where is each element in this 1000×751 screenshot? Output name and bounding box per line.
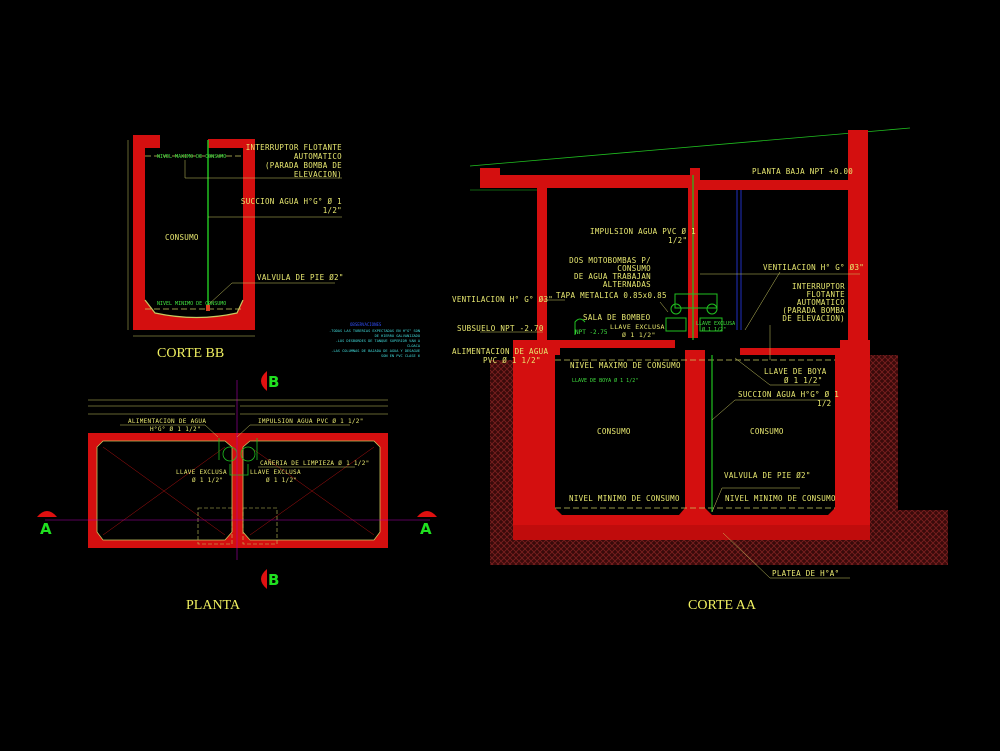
aa-llave-boya-1: LLAVE DE BOYA bbox=[764, 367, 827, 376]
aa-interruptor-3: AUTOMATICO bbox=[797, 298, 845, 307]
section-marker-a-left[interactable]: A bbox=[37, 511, 57, 538]
bb-nivel-maximo: NIVEL MAXIMO DE CONSUMO bbox=[157, 154, 226, 160]
aa-succion-1: SUCCION AGUA H°G° Ø 1 bbox=[738, 390, 839, 399]
aa-planta-baja: PLANTA BAJA NPT +0.00 bbox=[752, 167, 853, 176]
aa-ventilacion-izq: VENTILACION H° G° Ø3" bbox=[452, 295, 553, 304]
note-line: DE HIERRO GALVANIZADO bbox=[375, 334, 420, 338]
pumps bbox=[574, 293, 723, 335]
bb-succion-2: 1/2" bbox=[323, 206, 342, 215]
bb-valvula: VALVULA DE PIE Ø2" bbox=[257, 273, 344, 282]
note-line: CLOACA bbox=[407, 344, 421, 348]
planta-llave-der-2: Ø 1 1/2" bbox=[266, 477, 297, 484]
aa-interruptor-5: DE ELEVACION) bbox=[782, 314, 845, 323]
section-marker-b-top[interactable]: B bbox=[261, 371, 279, 391]
aa-interruptor-2: FLOTANTE bbox=[806, 290, 845, 299]
planta-title: PLANTA bbox=[186, 598, 241, 613]
aa-consumo-right: CONSUMO bbox=[750, 427, 784, 436]
aa-valvula: VALVULA DE PIE Ø2" bbox=[724, 471, 811, 480]
aa-llave2-1: LLAVE EXCLUSA bbox=[696, 321, 735, 327]
aa-impulsion-1: IMPULSION AGUA PVC Ø 1 bbox=[590, 227, 696, 236]
aa-motobombas-1: DOS MOTOBOMBAS P/ bbox=[569, 256, 651, 265]
aa-nivel-minimo-left: NIVEL MINIMO DE CONSUMO bbox=[569, 494, 680, 503]
note-line: SON EN PVC CLASE 6 bbox=[381, 354, 420, 358]
bb-nivel-minimo: NIVEL MINIMO DE CONSUMO bbox=[157, 301, 226, 307]
tank-structure bbox=[513, 340, 870, 540]
aa-alimentacion-2: PVC Ø 1 1/2" bbox=[483, 356, 541, 365]
aa-motobombas-4: ALTERNADAS bbox=[603, 280, 651, 289]
bb-interruptor-3: (PARADA BOMBA DE bbox=[265, 161, 342, 170]
leader-lines bbox=[480, 271, 860, 579]
aa-subsuelo: SUBSUELO NPT -2.70 bbox=[457, 324, 544, 333]
aa-motobombas-2: CONSUMO bbox=[617, 264, 651, 273]
planta-caneria: CAÑERIA DE LIMPIEZA Ø 1 1/2" bbox=[260, 460, 370, 467]
aa-llave2-2: Ø 1 1/2" bbox=[702, 326, 726, 333]
corte-bb: NIVEL MAXIMO DE CONSUMO NIVEL MINIMO DE … bbox=[127, 135, 421, 361]
aa-platea: PLATEA DE H°A° bbox=[772, 569, 839, 578]
aa-llave-2: Ø 1 1/2" bbox=[622, 331, 656, 339]
section-a-label: A bbox=[40, 520, 52, 538]
aa-sala: SALA DE BOMBEO bbox=[583, 313, 651, 322]
aa-consumo-left: CONSUMO bbox=[597, 427, 631, 436]
section-a-label: A bbox=[420, 520, 432, 538]
planta-alimentacion-2: H°G° Ø 1 1/2" bbox=[150, 426, 201, 433]
aa-interruptor-1: INTERRUPTOR bbox=[792, 282, 845, 291]
aa-alimentacion-1: ALIMENTACION DE AGUA bbox=[452, 347, 548, 356]
bb-interruptor-2: AUTOMATICO bbox=[294, 152, 342, 161]
note-line: -LOS DESBORDES DE TANQUE SUPERIOR VAN A bbox=[336, 339, 421, 343]
note-line: -TODAS LAS TUBERIAS EXPECTADAS EN H°G° S… bbox=[329, 329, 420, 333]
section-b-label: B bbox=[268, 373, 279, 391]
aa-motobombas-3: DE AGUA TRABAJAN bbox=[574, 272, 651, 281]
planta-llave-izq-2: Ø 1 1/2" bbox=[192, 477, 223, 484]
bb-interruptor-4: ELEVACION) bbox=[294, 170, 342, 179]
tank-wall-bb bbox=[133, 135, 255, 330]
platea-slab bbox=[513, 525, 870, 540]
bb-succion-1: SUCCION AGUA H°G° Ø 1 bbox=[241, 197, 342, 206]
notes: OBSERVACIONES -TODAS LAS TUBERIAS EXPECT… bbox=[329, 322, 421, 358]
planta-llave-der-1: LLAVE EXCLUSA bbox=[250, 469, 301, 476]
aa-nivel-maximo: NIVEL MAXIMO DE CONSUMO bbox=[570, 361, 681, 370]
aa-nivel-minimo-right: NIVEL MINIMO DE CONSUMO bbox=[725, 494, 836, 503]
planta-impulsion: IMPULSION AGUA PVC Ø 1 1/2" bbox=[258, 418, 364, 425]
corte-bb-title: CORTE BB bbox=[157, 346, 224, 361]
corte-aa-title: CORTE AA bbox=[688, 598, 757, 613]
section-b-label: B bbox=[268, 571, 279, 589]
aa-llave-boya-small: LLAVE DE BOYA Ø 1 1/2" bbox=[572, 377, 638, 384]
aa-npt-sala: NPT -2.75 bbox=[575, 329, 608, 336]
section-marker-a-right[interactable]: A bbox=[417, 511, 437, 538]
planta-alimentacion-1: ALIMENTACION DE AGUA bbox=[128, 418, 206, 425]
aa-succion-2: 1/2 bbox=[817, 399, 831, 408]
bb-consumo: CONSUMO bbox=[165, 233, 199, 242]
aa-interruptor-4: (PARADA BOMBA bbox=[782, 306, 845, 315]
bb-interruptor-1: INTERRUPTOR FLOTANTE bbox=[246, 143, 342, 152]
planta-llave-izq-1: LLAVE EXCLUSA bbox=[176, 469, 227, 476]
earth-fill bbox=[490, 360, 948, 565]
aa-tapa: TAPA METALICA 0.85x0.85 bbox=[556, 291, 667, 300]
foot-valve-icon bbox=[206, 305, 210, 311]
notes-title: OBSERVACIONES bbox=[350, 322, 382, 327]
upper-structure bbox=[480, 130, 868, 345]
aa-llave-1: LLAVE EXCLUSA bbox=[610, 323, 665, 331]
planta: ALIMENTACION DE AGUA H°G° Ø 1 1/2" IMPUL… bbox=[37, 371, 437, 613]
aa-ventilacion-der: VENTILACION H° G° Ø3" bbox=[763, 263, 864, 272]
section-marker-b-bottom[interactable]: B bbox=[261, 569, 279, 589]
aa-impulsion-2: 1/2" bbox=[668, 236, 687, 245]
aa-llave-boya-2: Ø 1 1/2" bbox=[784, 376, 823, 385]
corte-aa: PLANTA BAJA NPT +0.00 IMPULSION AGUA PVC… bbox=[452, 127, 948, 613]
note-line: -LAS COLUMNAS DE BAJADA DE AGUA Y DESAGU… bbox=[331, 349, 420, 353]
